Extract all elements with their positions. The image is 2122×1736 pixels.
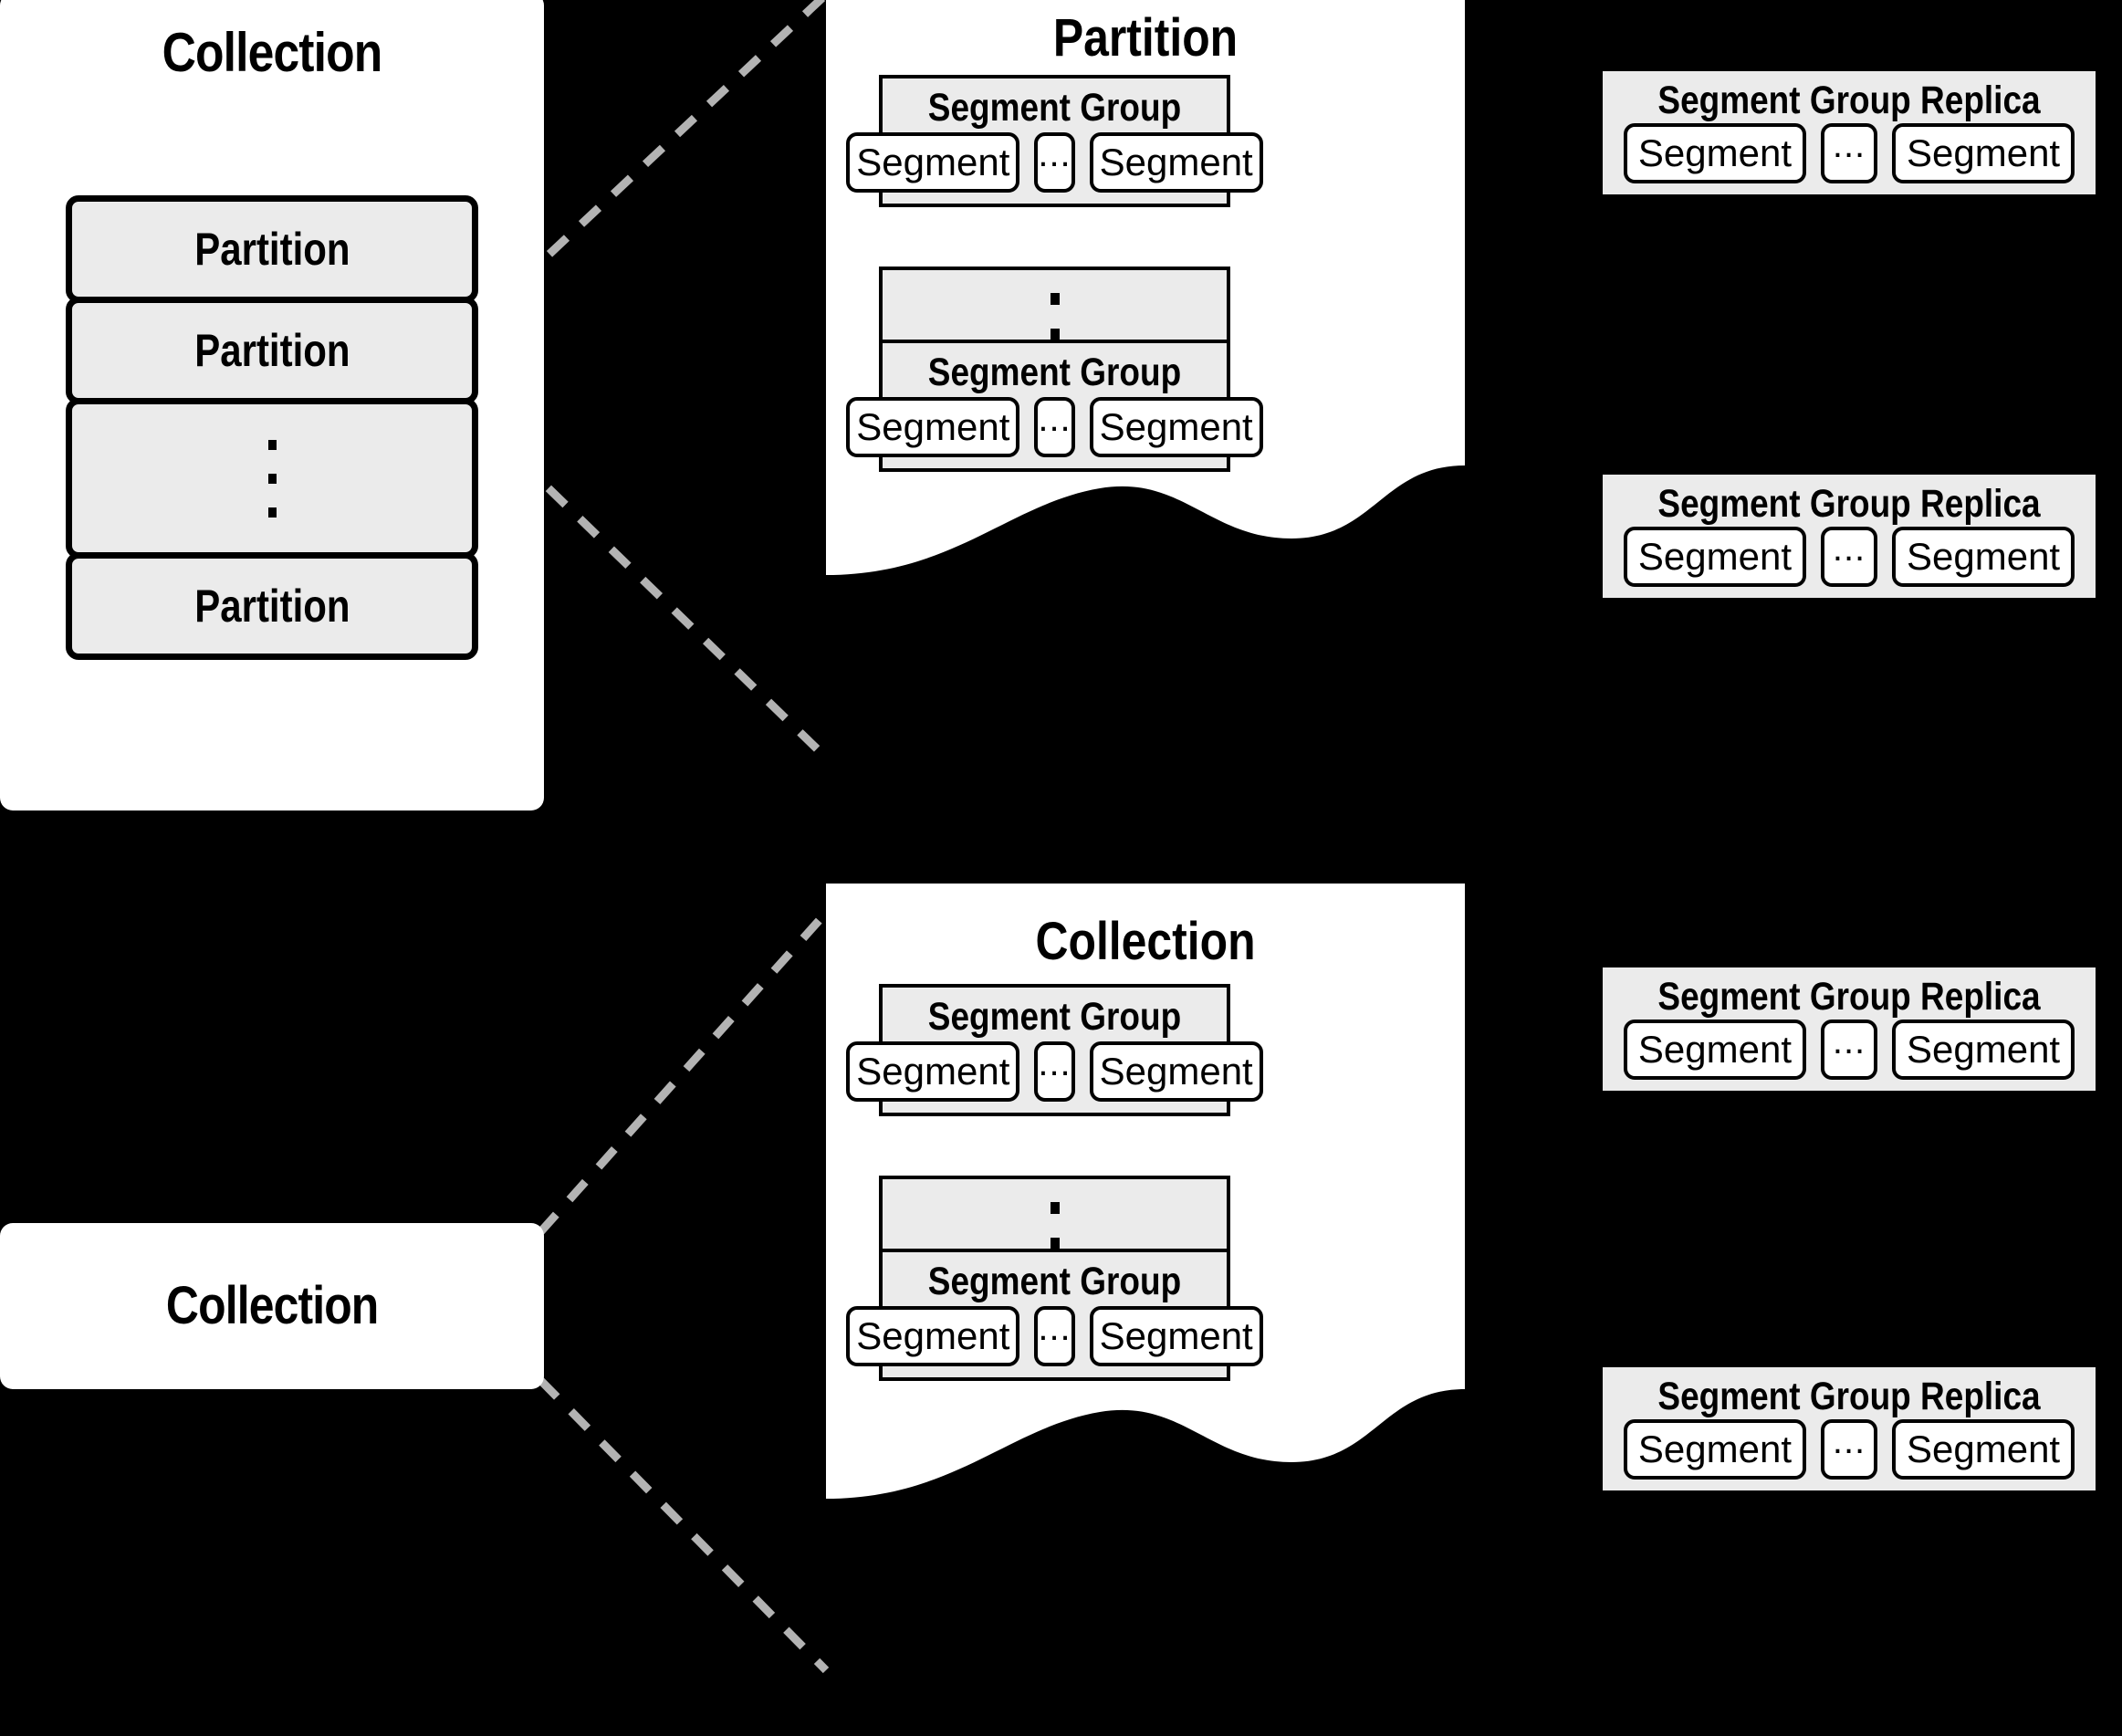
segment-label: Segment bbox=[1099, 1050, 1253, 1093]
segment-group-replica[interactable]: Segment Group Replica Segment ... Segmen… bbox=[1603, 967, 2096, 1092]
segment-label: Segment bbox=[856, 141, 1010, 184]
segment-ellipsis-label: ... bbox=[1038, 134, 1071, 175]
segment-chip[interactable]: Segment bbox=[1623, 527, 1806, 588]
segment-ellipsis-chip: ... bbox=[1034, 397, 1075, 458]
segment-ellipsis-label: ... bbox=[1832, 528, 1866, 570]
segment-chip[interactable]: Segment bbox=[1089, 1041, 1263, 1103]
segment-row: Segment ... Segment bbox=[846, 1306, 1263, 1377]
segment-group-replica[interactable]: Segment Group Replica Segment ... Segmen… bbox=[1603, 1367, 2096, 1491]
segment-group-replica[interactable]: Segment Group Replica Segment ... Segmen… bbox=[1603, 71, 2096, 195]
segment-label: Segment bbox=[1907, 131, 2061, 175]
segment-ellipsis-label: ... bbox=[1038, 1308, 1071, 1349]
collection-top-title: Collection bbox=[162, 22, 383, 83]
segment-label: Segment bbox=[856, 1314, 1010, 1358]
segment-group-title: Segment Group bbox=[927, 350, 1182, 394]
segment-group-title: Segment Group bbox=[927, 86, 1182, 130]
segment-ellipsis-chip: ... bbox=[1821, 1020, 1877, 1081]
segment-row: Segment ... Segment bbox=[846, 1041, 1263, 1113]
segment-group-replica-title: Segment Group Replica bbox=[1657, 1375, 2041, 1418]
segment-group-replica[interactable]: Segment Group Replica Segment ... Segmen… bbox=[1603, 475, 2096, 599]
connector-collection-bottom bbox=[537, 1376, 830, 1674]
collection-bottom-title: Collection bbox=[165, 1276, 379, 1335]
segment-label: Segment bbox=[1907, 1427, 2061, 1471]
segment-label: Segment bbox=[856, 1050, 1010, 1093]
ellipsis-dot bbox=[267, 507, 277, 518]
segment-group[interactable]: Segment Group Segment ... Segment bbox=[846, 75, 1263, 208]
segment-ellipsis-chip: ... bbox=[1034, 132, 1075, 193]
segment-chip[interactable]: Segment bbox=[1089, 397, 1263, 458]
segment-chip[interactable]: Segment bbox=[846, 1306, 1020, 1367]
segment-chip[interactable]: Segment bbox=[1892, 1020, 2075, 1081]
segment-group[interactable]: Segment Group Segment ... Segment bbox=[846, 984, 1263, 1117]
segment-row: Segment ... Segment bbox=[846, 397, 1263, 468]
segment-group-title: Segment Group bbox=[927, 995, 1182, 1039]
segment-chip[interactable]: Segment bbox=[1892, 527, 2075, 588]
segment-row: Segment ... Segment bbox=[1603, 527, 2096, 598]
segment-ellipsis-chip: ... bbox=[1821, 527, 1877, 588]
segment-ellipsis-chip: ... bbox=[1034, 1041, 1075, 1103]
segment-chip[interactable]: Segment bbox=[1623, 1020, 1806, 1081]
segment-ellipsis-chip: ... bbox=[1034, 1306, 1075, 1367]
ellipsis-dot bbox=[267, 439, 277, 450]
partition-label: Partition bbox=[193, 325, 350, 376]
segment-chip[interactable]: Segment bbox=[1892, 123, 2075, 184]
segment-chip[interactable]: Segment bbox=[846, 132, 1020, 193]
segment-group[interactable]: Segment Group Segment ... Segment bbox=[846, 1249, 1263, 1382]
segment-group-replica-title: Segment Group Replica bbox=[1657, 482, 2041, 526]
segment-chip[interactable]: Segment bbox=[1623, 123, 1806, 184]
segment-chip[interactable]: Segment bbox=[1623, 1419, 1806, 1480]
partition-panel-title: Partition bbox=[1052, 8, 1239, 68]
partition-label: Partition bbox=[193, 580, 350, 632]
ellipsis-dot bbox=[1050, 328, 1060, 340]
segment-ellipsis-label: ... bbox=[1038, 399, 1071, 440]
collection-panel-title: Collection bbox=[1035, 912, 1256, 971]
segment-row: Segment ... Segment bbox=[1603, 1020, 2096, 1091]
segment-label: Segment bbox=[1907, 535, 2061, 579]
segment-label: Segment bbox=[1099, 405, 1253, 449]
segment-group-title: Segment Group bbox=[927, 1260, 1182, 1303]
collection-container-bottom: Collection bbox=[0, 1223, 544, 1389]
segment-group[interactable]: Segment Group Segment ... Segment bbox=[846, 340, 1263, 473]
segment-label: Segment bbox=[1637, 1028, 1792, 1072]
partition-label: Partition bbox=[193, 224, 350, 275]
partition-row[interactable]: Partition bbox=[66, 552, 478, 660]
segment-label: Segment bbox=[1099, 141, 1253, 184]
ellipsis-dot bbox=[1050, 1237, 1060, 1250]
segment-chip[interactable]: Segment bbox=[1089, 1306, 1263, 1367]
segment-ellipsis-label: ... bbox=[1832, 125, 1866, 166]
segment-row: Segment ... Segment bbox=[1603, 1419, 2096, 1490]
connector-collection-top bbox=[537, 910, 830, 1235]
segment-chip[interactable]: Segment bbox=[846, 397, 1020, 458]
partition-ellipsis-row bbox=[66, 398, 478, 559]
collection-container-top: Collection Partition Partition Partition bbox=[0, 0, 544, 810]
segment-group-replica-title: Segment Group Replica bbox=[1657, 78, 2041, 122]
partition-detail-panel: Partition Segment Group Segment ... Segm… bbox=[826, 0, 1465, 821]
segment-group-replica-title: Segment Group Replica bbox=[1657, 975, 2041, 1019]
segment-label: Segment bbox=[1637, 1427, 1792, 1471]
segment-label: Segment bbox=[1637, 131, 1792, 175]
segment-chip[interactable]: Segment bbox=[846, 1041, 1020, 1103]
partition-row[interactable]: Partition bbox=[66, 195, 478, 303]
partition-row[interactable]: Partition bbox=[66, 297, 478, 404]
segment-row: Segment ... Segment bbox=[846, 132, 1263, 204]
collection-detail-panel: Collection Segment Group Segment ... Seg… bbox=[826, 884, 1465, 1732]
partition-list: Partition Partition Partition bbox=[66, 195, 478, 660]
segment-label: Segment bbox=[1099, 1314, 1253, 1358]
segment-chip[interactable]: Segment bbox=[1892, 1419, 2075, 1480]
ellipsis-dot bbox=[1050, 1201, 1060, 1214]
segment-row: Segment ... Segment bbox=[1603, 123, 2096, 194]
segment-ellipsis-label: ... bbox=[1038, 1043, 1071, 1084]
ellipsis-dot bbox=[267, 473, 277, 484]
ellipsis-dot bbox=[1050, 292, 1060, 305]
segment-label: Segment bbox=[856, 405, 1010, 449]
segment-ellipsis-label: ... bbox=[1832, 1021, 1866, 1062]
segment-ellipsis-label: ... bbox=[1832, 1421, 1866, 1462]
segment-label: Segment bbox=[1637, 535, 1792, 579]
segment-chip[interactable]: Segment bbox=[1089, 132, 1263, 193]
segment-label: Segment bbox=[1907, 1028, 2061, 1072]
segment-ellipsis-chip: ... bbox=[1821, 123, 1877, 184]
segment-ellipsis-chip: ... bbox=[1821, 1419, 1877, 1480]
